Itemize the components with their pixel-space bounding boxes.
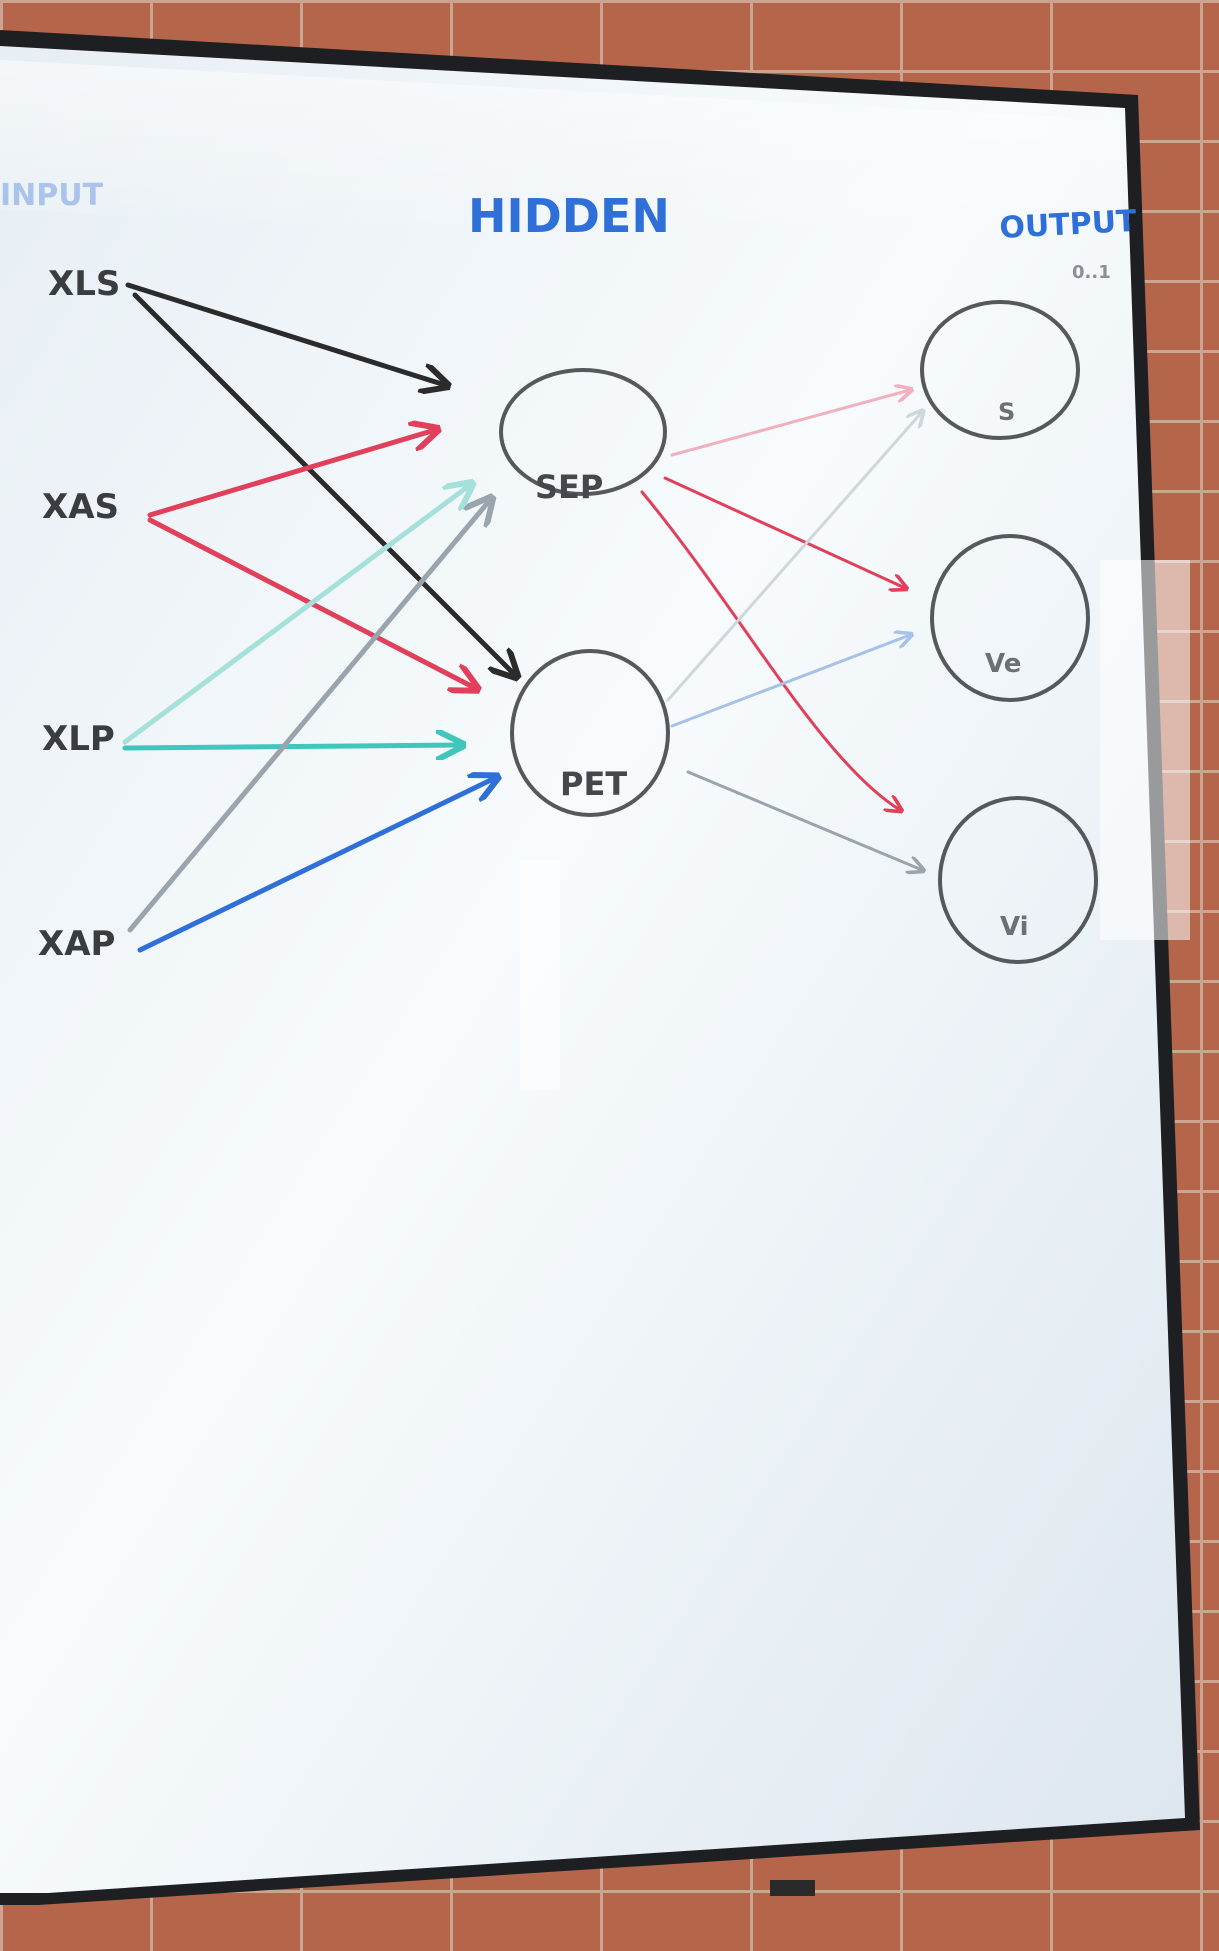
hidden-node-sep	[499, 368, 667, 496]
hidden-label-sep: SEP	[535, 468, 603, 506]
heading-hidden: HIDDEN	[468, 189, 670, 243]
input-label-xlp: XLP	[42, 719, 115, 759]
connection-pet-vi	[686, 770, 922, 870]
connection-xas-sep	[147, 430, 435, 518]
connection-xap-pet	[137, 778, 495, 953]
output-range-note: 0..1	[1072, 262, 1111, 283]
output-layer	[920, 300, 1098, 964]
connection-xlp-pet	[122, 745, 460, 748]
heading-input: INPUT	[0, 178, 104, 213]
connection-xlp-sep	[122, 485, 470, 745]
connection-xls-sep	[125, 282, 445, 385]
hidden-layer	[499, 368, 670, 817]
connection-sep-ve	[663, 476, 905, 588]
input-label-xap: XAP	[38, 924, 115, 964]
output-label-ve: Ve	[985, 649, 1021, 679]
input-label-xas: XAS	[42, 487, 119, 527]
output-node-vi	[938, 796, 1098, 964]
whiteboard	[0, 30, 1200, 1905]
hidden-label-pet: PET	[560, 765, 627, 803]
connection-sep-s	[670, 390, 910, 457]
hidden-node-pet	[510, 649, 670, 817]
output-node-s	[920, 300, 1080, 440]
output-label-s: S	[998, 398, 1015, 426]
output-label-vi: Vi	[1000, 912, 1029, 942]
connection-sep-vi	[640, 490, 900, 810]
connection-pet-ve	[670, 635, 910, 728]
hidden-output-connections	[640, 390, 922, 870]
connection-xls-pet	[132, 292, 515, 675]
input-label-xls: XLS	[48, 264, 120, 304]
input-hidden-connections	[122, 282, 515, 953]
connection-xap-sep	[127, 500, 490, 933]
connection-pet-s	[666, 412, 922, 702]
heading-output: OUTPUT	[999, 204, 1138, 246]
output-node-ve	[930, 534, 1090, 702]
